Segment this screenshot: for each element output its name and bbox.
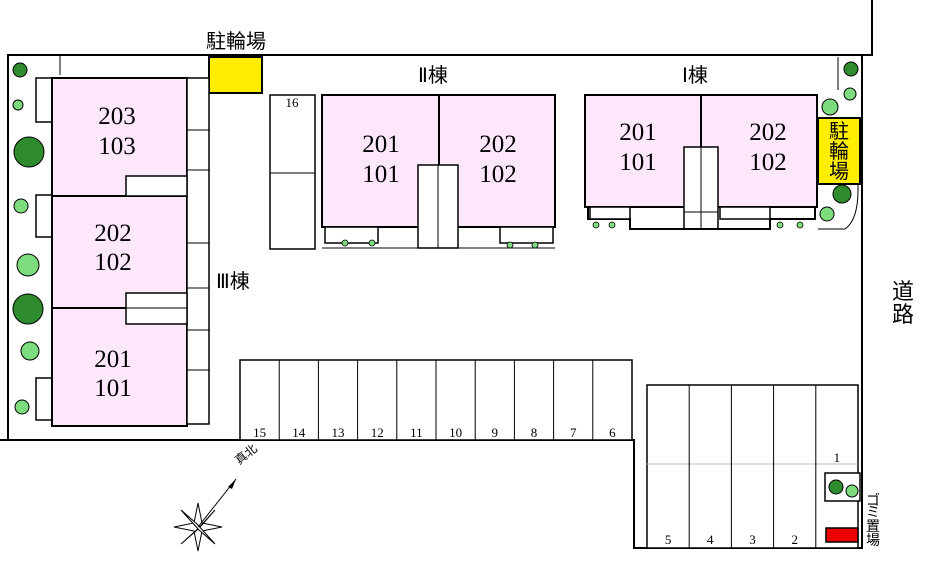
tree-icon <box>506 241 514 249</box>
building-3: Ⅲ棟 203 103 202 102 201 101 <box>35 77 250 427</box>
tree-icon <box>608 221 616 229</box>
unit-1-202: 202 <box>749 119 787 146</box>
building-1: Ⅰ棟 201 101 202 102 <box>584 64 818 230</box>
parking-label-5: 5 <box>665 532 672 547</box>
bike-parking-top-label: 駐輪場 <box>206 30 266 53</box>
tree-icon <box>13 136 45 168</box>
parking-label-4: 4 <box>707 532 714 547</box>
tree-icon <box>14 399 30 415</box>
parking-label-14: 14 <box>292 425 306 440</box>
unit-1-201: 201 <box>619 119 657 146</box>
parking-label-12: 12 <box>371 425 384 440</box>
tree-icon <box>819 206 835 222</box>
tree-icon <box>12 99 24 111</box>
parking-label-6: 6 <box>609 425 616 440</box>
unit-3-203: 203 <box>98 103 136 130</box>
tree-icon <box>12 293 44 325</box>
parking-label-11: 11 <box>410 425 423 440</box>
parking-label-10: 10 <box>449 425 462 440</box>
bike-parking-right <box>817 117 861 185</box>
parking-label-9: 9 <box>492 425 499 440</box>
parking-label-16: 16 <box>286 95 300 110</box>
unit-3-102: 102 <box>94 249 132 276</box>
tree-icon <box>828 479 844 495</box>
tree-icon <box>12 62 28 78</box>
road-label-1: 道 <box>892 279 914 304</box>
garbage-label-3: 置 <box>866 519 880 535</box>
parking-row-top: 15 14 13 12 11 10 9 8 7 6 <box>239 359 633 441</box>
tree-icon <box>13 198 29 214</box>
building-1-unit-1 <box>584 94 702 208</box>
bike-parking-top <box>208 56 263 94</box>
north-label: 真北 <box>232 442 260 468</box>
building-2: Ⅱ棟 201 101 202 102 <box>321 64 556 249</box>
building-3-name: Ⅲ棟 <box>216 270 250 293</box>
tree-icon <box>776 221 784 229</box>
garbage-label-1: ゴ <box>866 492 880 509</box>
tree-icon <box>20 341 40 361</box>
unit-3-103: 103 <box>98 133 136 160</box>
parking-label-3: 3 <box>749 532 756 547</box>
parking-label-1: 1 <box>834 450 841 465</box>
building-2-name: Ⅱ棟 <box>418 64 448 87</box>
unit-3-201: 201 <box>94 346 132 373</box>
tree-icon <box>531 241 539 249</box>
unit-2-201: 201 <box>362 131 400 158</box>
garbage-label-2: ミ <box>866 506 880 521</box>
unit-1-101: 101 <box>619 149 657 176</box>
tree-icon <box>796 221 804 229</box>
parking-label-2: 2 <box>791 532 798 547</box>
garbage-label-4: 場 <box>866 533 880 549</box>
unit-1-102: 102 <box>749 149 787 176</box>
unit-3-202: 202 <box>94 220 132 247</box>
parking-space-16 <box>269 94 316 250</box>
parking-row-bottom: 5 4 3 2 1 <box>646 384 859 549</box>
road-label-2: 路 <box>892 302 914 327</box>
building-3-unit-2 <box>51 195 188 309</box>
unit-2-102: 102 <box>479 161 517 188</box>
bike-parking-right-label-3: 場 <box>829 160 849 183</box>
garbage-area <box>825 527 859 543</box>
tree-icon <box>368 239 376 247</box>
bike-parking-right-label-2: 輪 <box>829 140 849 163</box>
tree-icon <box>592 221 600 229</box>
site-boundary <box>7 0 873 440</box>
unit-3-101: 101 <box>94 375 132 402</box>
compass-icon <box>173 478 237 552</box>
bike-parking-right-label-1: 駐 <box>829 120 849 143</box>
tree-icon <box>832 184 852 204</box>
tree-icon <box>821 98 839 116</box>
tree-icon <box>341 239 349 247</box>
tree-icon <box>843 87 857 101</box>
unit-2-101: 101 <box>362 161 400 188</box>
tree-icon <box>843 61 859 77</box>
tree-icon <box>16 253 40 277</box>
building-1-name: Ⅰ棟 <box>682 64 708 87</box>
parking-label-8: 8 <box>531 425 538 440</box>
unit-2-202: 202 <box>479 131 517 158</box>
building-3-unit-3 <box>51 307 188 427</box>
tree-icon <box>845 484 859 498</box>
parking-label-15: 15 <box>253 425 266 440</box>
trees <box>12 61 859 498</box>
parking-label-13: 13 <box>332 425 345 440</box>
parking-label-7: 7 <box>570 425 577 440</box>
building-3-corridor <box>186 77 210 425</box>
